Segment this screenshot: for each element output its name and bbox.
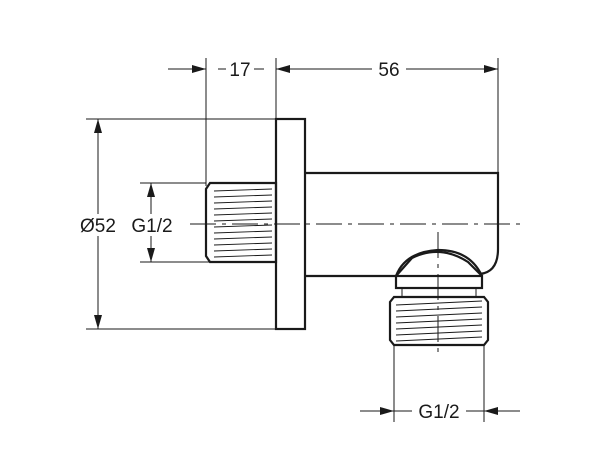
part-outline — [204, 117, 500, 347]
outlet-thread-lines — [395, 300, 483, 342]
dimension-body-length: 56 — [276, 56, 499, 173]
dimension-label-56: 56 — [378, 60, 399, 81]
dimension-label-outlet-thread: G1/2 — [418, 402, 459, 423]
dimension-flange-offset: 17 — [168, 56, 305, 186]
dimension-flange-diameter: Ø52 — [72, 118, 276, 330]
dimension-label-diameter: Ø52 — [80, 216, 116, 237]
dimension-label-inlet-thread: G1/2 — [131, 216, 172, 237]
dimension-outlet-thread: G1/2 — [360, 345, 520, 423]
elbow-body — [305, 171, 500, 278]
dimension-inlet-thread: G1/2 — [128, 182, 210, 263]
outlet-collar — [394, 274, 484, 290]
dimension-label-17: 17 — [229, 60, 250, 81]
inlet-thread-lines — [213, 188, 273, 258]
